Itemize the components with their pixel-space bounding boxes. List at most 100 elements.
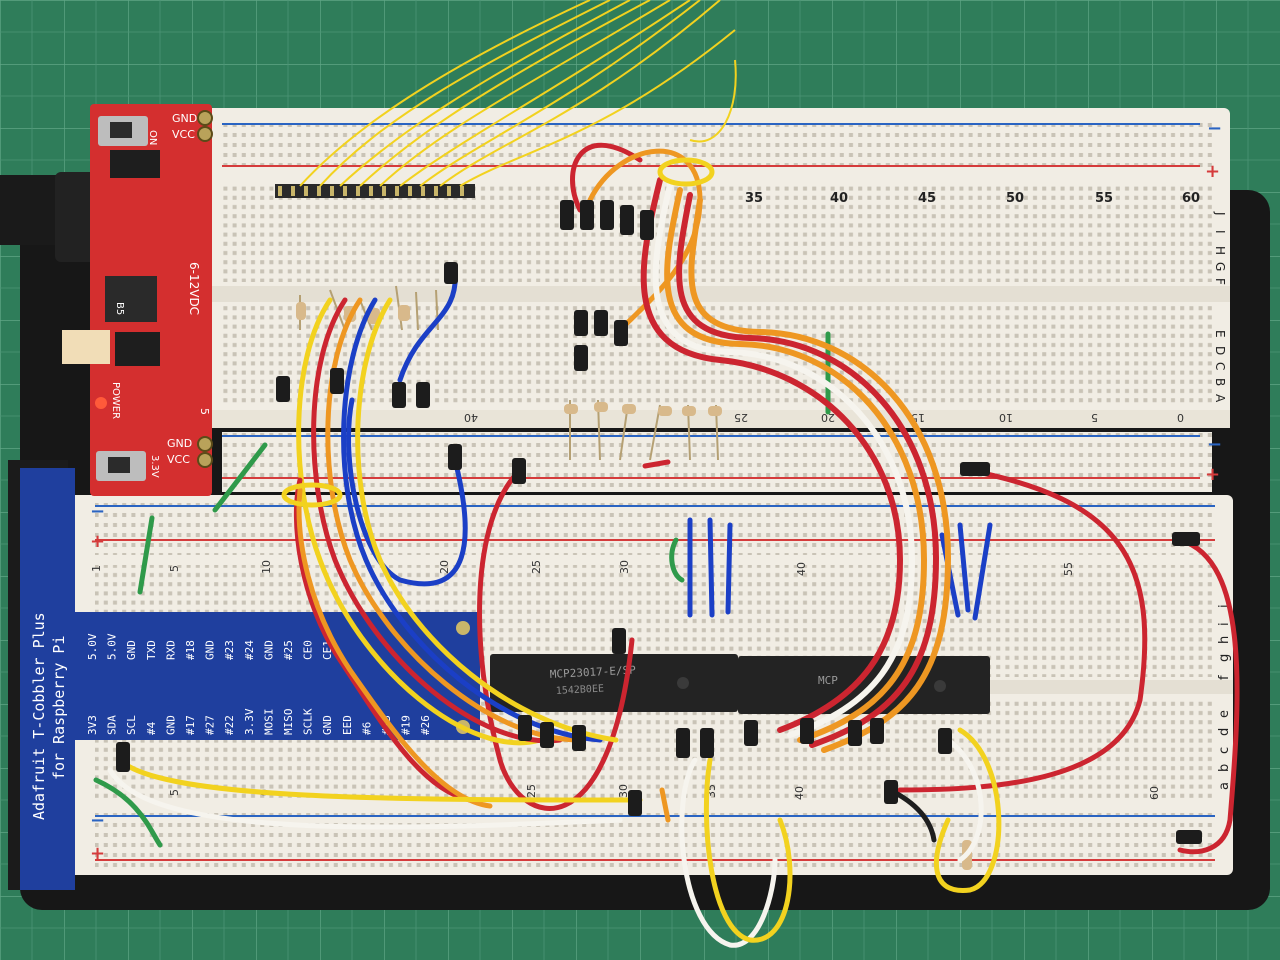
- lower-row-letters: f g h i j a b c d e: [1217, 604, 1232, 790]
- col-number: 40: [464, 411, 478, 424]
- ic-part-number: MCP23017-E/SP: [549, 663, 636, 681]
- row-letter: C: [1213, 362, 1227, 370]
- power-supply-module: [62, 104, 213, 496]
- row-letter: H: [1213, 246, 1227, 255]
- cobbler-pin-label: #22: [223, 715, 236, 735]
- cobbler-pin-label: 5.0V: [106, 633, 119, 660]
- cobbler-pin-label: CE0: [302, 640, 315, 660]
- pin-label-gnd: GND: [167, 437, 192, 450]
- cobbler-pin-label: SCL: [125, 715, 138, 735]
- rail-minus-sign: −: [1207, 434, 1222, 455]
- pin-label-vcc: VCC: [172, 128, 195, 141]
- ic-chip-left: MCP23017-E/SP 1542B0EE: [490, 654, 738, 712]
- cobbler-pin-label: 3.3V: [243, 708, 256, 735]
- upper-row-letters: J I H G F E D C B A: [1213, 211, 1227, 403]
- row-letter: D: [1213, 346, 1227, 355]
- col-number: 20: [438, 560, 451, 574]
- row-letter: I: [1213, 230, 1227, 234]
- col-number: 55: [1062, 562, 1075, 576]
- col-number: 20: [821, 411, 835, 424]
- row-letter: G: [1213, 262, 1227, 271]
- cobbler-pin-label: EED: [341, 715, 354, 735]
- cobbler-pin-label: 3V3: [86, 715, 99, 735]
- col-number: 60: [1182, 191, 1200, 206]
- row-letter: B: [1213, 378, 1227, 386]
- col-number: 25: [525, 784, 538, 798]
- row-letter: J: [1213, 211, 1227, 216]
- cobbler-pin-label: TXD: [145, 640, 158, 660]
- cobbler-pin-label: 5.0V: [86, 633, 99, 660]
- col-number: 40: [830, 191, 848, 206]
- col-number: 0: [1177, 411, 1184, 424]
- jumper-wires-yellow-ribbon: [299, 0, 737, 187]
- col-number: 25: [530, 560, 543, 574]
- row-letter: e: [1217, 710, 1232, 718]
- wires-bottom-loop: [107, 727, 1002, 948]
- col-number: 40: [793, 786, 806, 800]
- col-number: 60: [1148, 786, 1161, 800]
- row-letter: f: [1217, 675, 1232, 680]
- row-letter: E: [1213, 330, 1227, 338]
- cobbler-pin-label: GND: [204, 640, 217, 660]
- switch-label-3v3: 3.3V: [149, 455, 160, 478]
- switch-label-on: ON: [147, 130, 158, 145]
- row-letter: h: [1217, 636, 1232, 644]
- col-number: 55: [1095, 191, 1113, 206]
- rail-plus-sign: +: [90, 843, 105, 864]
- col-number: 10: [260, 560, 273, 574]
- row-letter: A: [1213, 394, 1227, 403]
- col-number: 25: [734, 411, 748, 424]
- row-letter: d: [1217, 728, 1232, 736]
- row-letter: a: [1217, 782, 1232, 790]
- row-letter: i: [1217, 622, 1232, 626]
- cobbler-pin-label: #17: [184, 715, 197, 735]
- col-number: 10: [999, 411, 1013, 424]
- input-voltage-label: 6-12VDC: [187, 262, 201, 315]
- cobbler-pin-label: #19: [400, 715, 413, 735]
- rail-plus-sign: +: [1205, 464, 1220, 485]
- wire-harness-bundle: [640, 157, 952, 753]
- cobbler-pin-label: GND: [125, 640, 138, 660]
- cobbler-pin-label: #4: [145, 721, 158, 735]
- col-number: 35: [745, 191, 763, 206]
- col-number: 5: [168, 565, 181, 572]
- wire-connectors: [116, 200, 1202, 844]
- pin-label-gnd: GND: [172, 112, 197, 125]
- col-number: 30: [617, 784, 630, 798]
- rail-minus-sign: −: [90, 501, 105, 522]
- col-number: 5: [1091, 411, 1098, 424]
- cobbler-pin-label: #25: [282, 640, 295, 660]
- col-number: 45: [918, 191, 936, 206]
- cobbler-pin-label: #27: [204, 715, 217, 735]
- cobbler-subtitle-text: for Raspberry Pi: [50, 636, 68, 781]
- power-module-labels: GND VCC ON 6-12VDC B5 POWER 5 GND VCC 3.…: [110, 112, 211, 478]
- cobbler-pin-label: GND: [164, 715, 177, 735]
- rail-minus-sign: −: [1207, 118, 1222, 139]
- rail-minus-sign: −: [90, 810, 105, 831]
- ic-lot-code: 1542B0EE: [556, 683, 605, 697]
- cobbler-pin-label: #23: [223, 640, 236, 660]
- board-number-label: 5: [198, 408, 211, 415]
- col-number: 40: [795, 562, 808, 576]
- row-letter: c: [1217, 747, 1232, 754]
- jumper-wires-blue: [346, 265, 993, 621]
- cobbler-pin-label: #6: [360, 722, 373, 735]
- t-cobbler-board: [8, 460, 480, 890]
- col-number: 50: [1006, 191, 1024, 206]
- row-letter: g: [1217, 654, 1232, 662]
- cobbler-pin-label: SCLK: [302, 708, 315, 735]
- row-letter: b: [1217, 764, 1232, 772]
- col-number: 30: [618, 560, 631, 574]
- rail-plus-sign: +: [90, 531, 105, 552]
- regulator-marking: B5: [114, 302, 125, 315]
- rail-plus-sign: +: [1205, 161, 1220, 182]
- upper-breadboard: [200, 108, 1230, 492]
- pin-label-vcc: VCC: [167, 453, 190, 466]
- cobbler-pin-label: SDA: [106, 715, 119, 735]
- cobbler-pin-label: #24: [243, 640, 256, 660]
- jumper-wires-red: [477, 142, 1240, 855]
- row-letter: j: [1217, 604, 1232, 609]
